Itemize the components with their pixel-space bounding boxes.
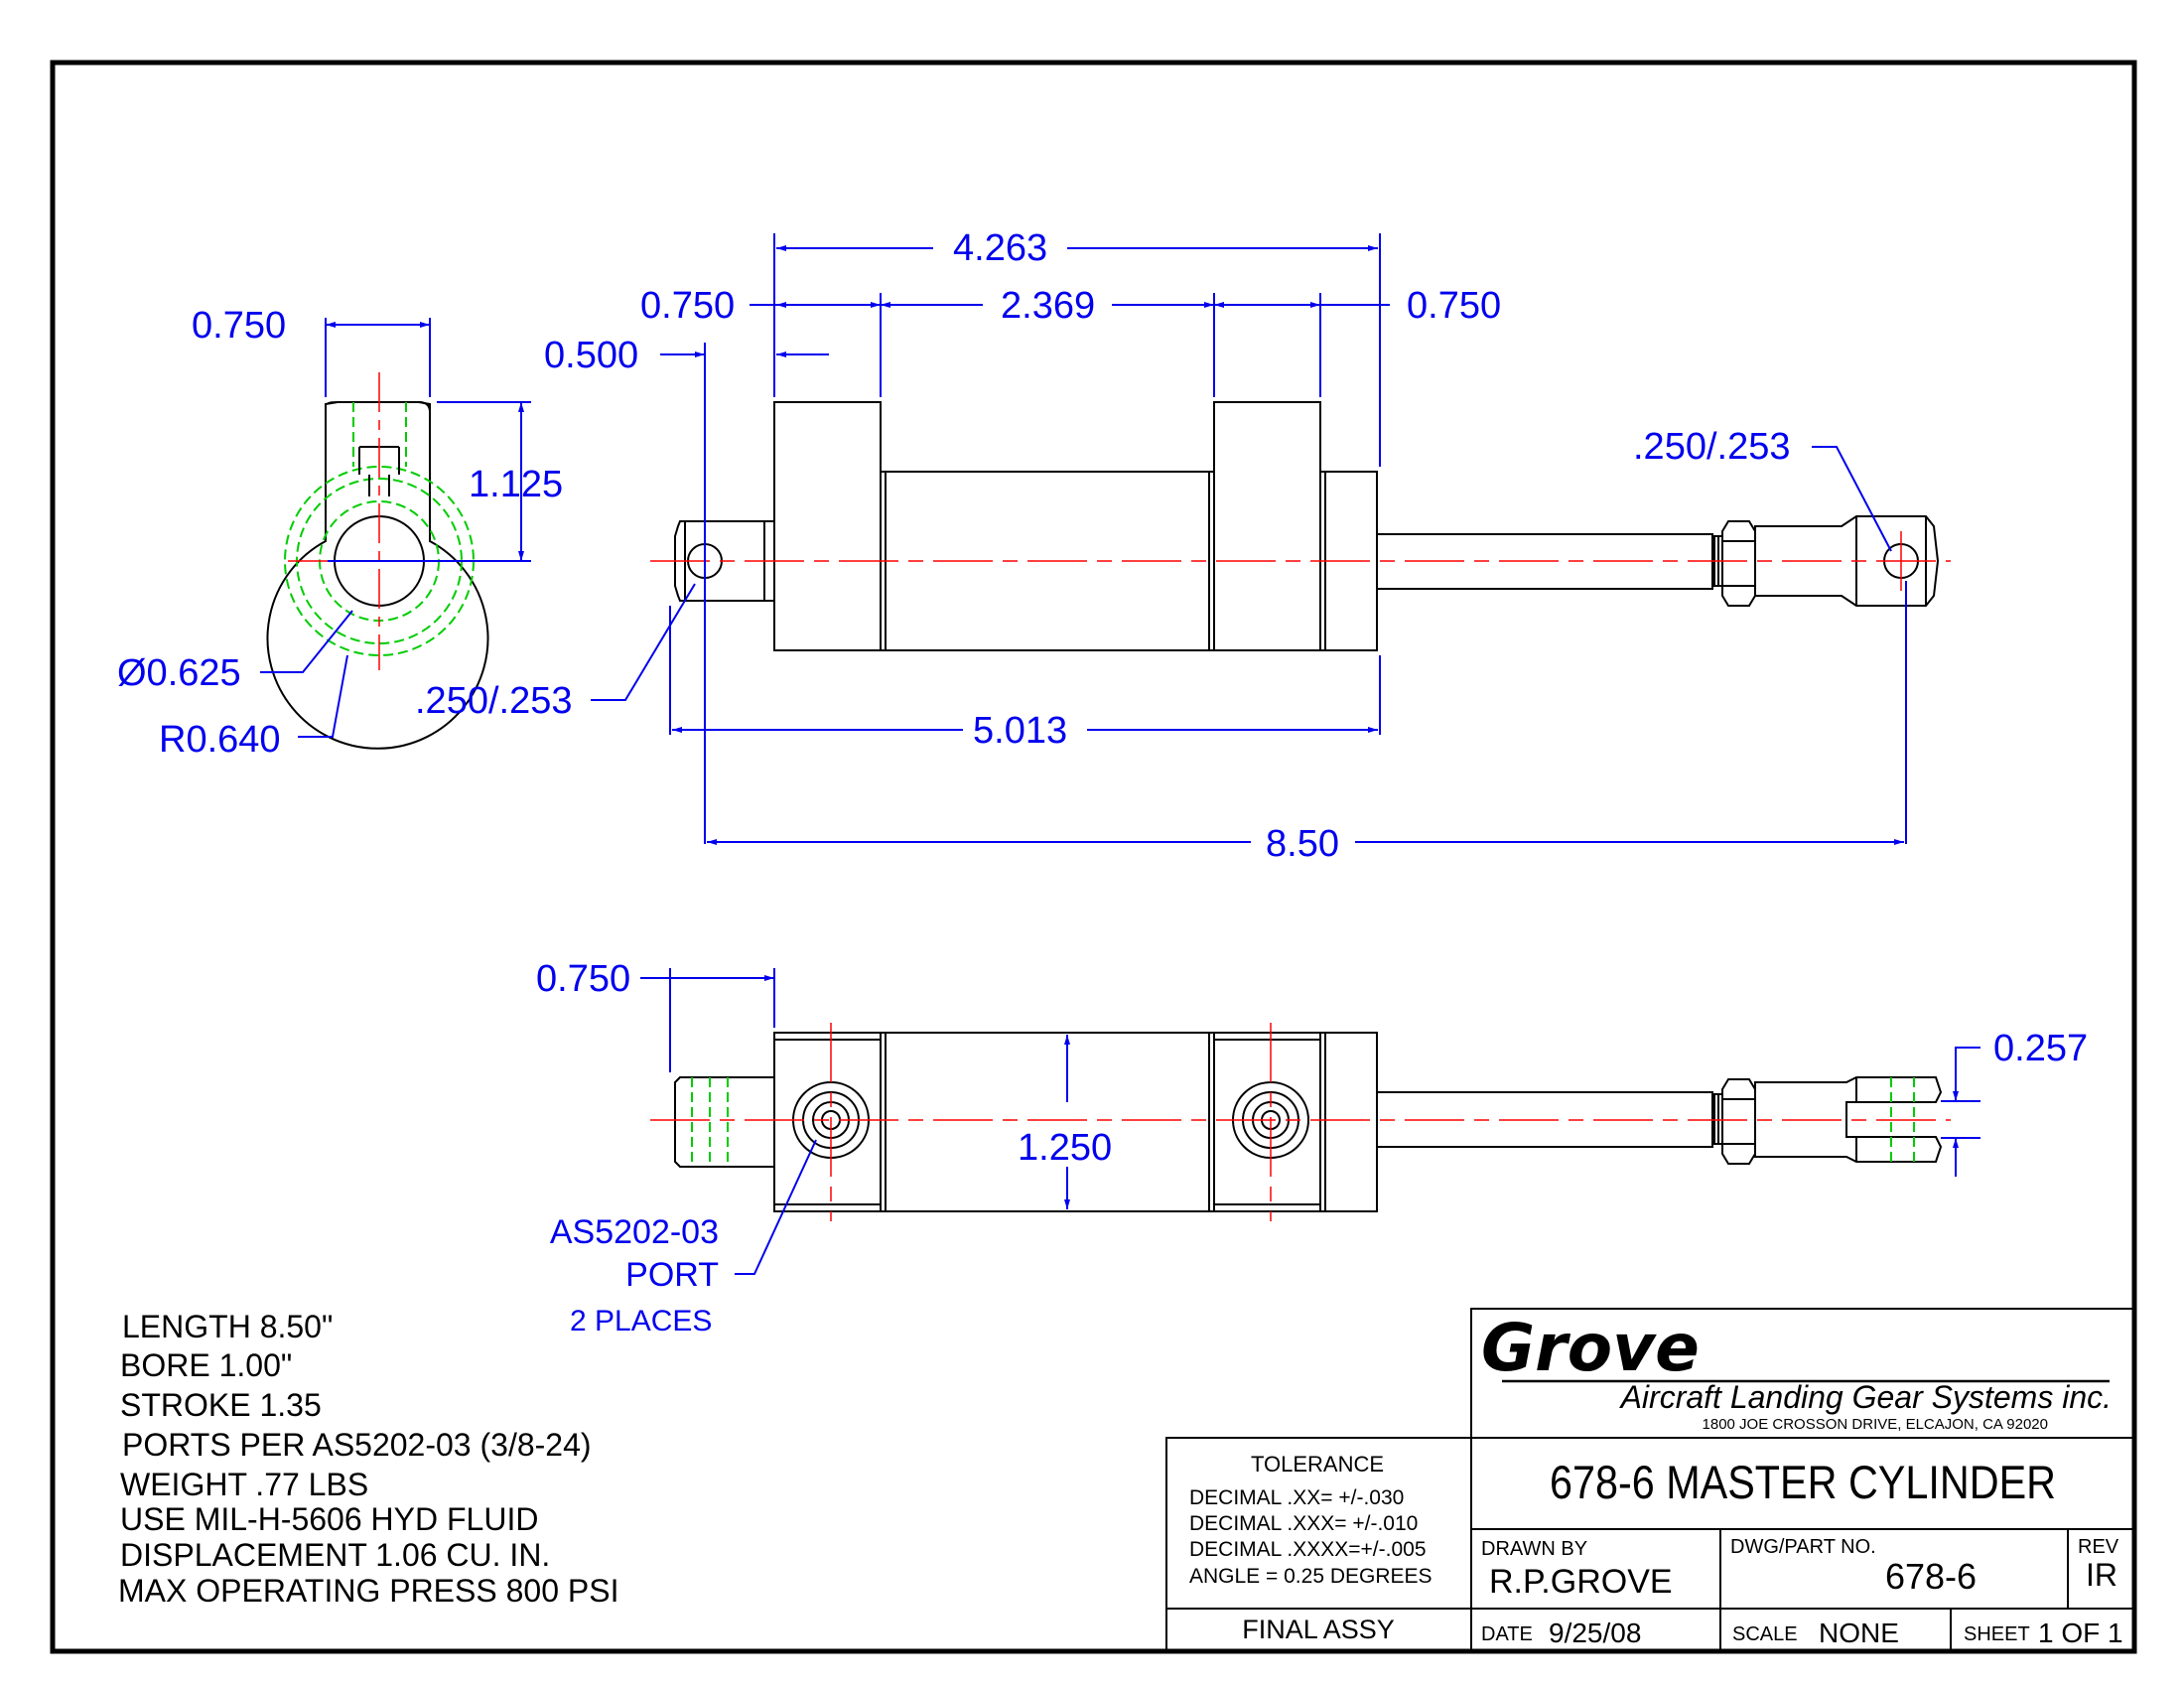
dim-pin-left: .250/.253	[415, 680, 572, 722]
top-view-dimensions	[591, 233, 1907, 845]
dim-block-right: 0.750	[1407, 285, 1501, 327]
sheet-label: SHEET	[1964, 1623, 2030, 1645]
drawn-by-label: DRAWN BY	[1481, 1538, 1587, 1560]
dim-body-5013: 5.013	[973, 710, 1067, 752]
tolerance-heading: TOLERANCE	[1251, 1452, 1384, 1477]
dim-overall-850: 8.50	[1266, 823, 1339, 865]
scale-label: SCALE	[1732, 1623, 1798, 1645]
port-callout-line1: AS5202-03	[550, 1213, 719, 1251]
port-callout-line2: PORT	[625, 1256, 719, 1294]
tolerance-line: DECIMAL .XX= +/-.030	[1189, 1486, 1404, 1509]
title-block	[1165, 1308, 2135, 1652]
front-view-dimensions	[640, 968, 1980, 1275]
dim-bore-1250: 1.250	[1018, 1127, 1112, 1169]
drawn-by-value: R.P.GROVE	[1489, 1563, 1673, 1601]
dim-overall-4263: 4.263	[953, 227, 1047, 269]
tolerance-line: DECIMAL .XXX= +/-.010	[1189, 1512, 1418, 1535]
sheet-value: 1 OF 1	[2038, 1618, 2123, 1648]
tolerance-line: ANGLE = 0.25 DEGREES	[1189, 1565, 1433, 1588]
front-view-hidden	[691, 1077, 1915, 1167]
note-line: LENGTH 8.50"	[122, 1309, 333, 1344]
sheet-border	[50, 60, 2137, 1654]
front-view-centerlines	[650, 1023, 1951, 1221]
front-view	[674, 1032, 1943, 1212]
dim-bottom-750: 0.750	[536, 958, 630, 1000]
drawing-title: 678-6 MASTER CYLINDER	[1550, 1456, 2056, 1508]
dwg-no-value: 678-6	[1885, 1556, 1977, 1597]
company-address: 1800 JOE CROSSON DRIVE, ELCAJON, CA 9202…	[1703, 1416, 2048, 1433]
dim-between-2369: 2.369	[1001, 285, 1095, 327]
date-value: 9/25/08	[1549, 1618, 1641, 1648]
dwg-no-label: DWG/PART NO.	[1730, 1536, 1876, 1558]
dim-pin-right: .250/.253	[1633, 426, 1790, 468]
rev-label: REV	[2078, 1536, 2119, 1558]
tolerance-line: DECIMAL .XXXX=+/-.005	[1189, 1538, 1427, 1561]
scale-value: NONE	[1819, 1618, 1899, 1648]
note-line: STROKE 1.35	[120, 1387, 322, 1423]
note-line: PORTS PER AS5202-03 (3/8-24)	[122, 1427, 592, 1463]
dim-side-diameter: Ø0.625	[117, 652, 241, 694]
note-line: MAX OPERATING PRESS 800 PSI	[118, 1573, 618, 1609]
dim-slot-257: 0.257	[1993, 1028, 2088, 1069]
general-notes: LENGTH 8.50" BORE 1.00" STROKE 1.35 PORT…	[118, 1309, 618, 1609]
note-line: WEIGHT .77 LBS	[120, 1467, 368, 1502]
note-line: BORE 1.00"	[120, 1347, 292, 1383]
note-line: DISPLACEMENT 1.06 CU. IN.	[120, 1537, 550, 1573]
dim-side-height: 1.125	[469, 464, 563, 505]
port-callout-line3: 2 PLACES	[570, 1305, 712, 1337]
dim-side-radius: R0.640	[159, 719, 281, 761]
rev-value: IR	[2086, 1557, 2117, 1593]
company-logo: Grove	[1481, 1310, 1700, 1386]
dim-side-width: 0.750	[192, 305, 286, 347]
dim-offset-500: 0.500	[544, 335, 638, 376]
note-line: USE MIL-H-5606 HYD FLUID	[120, 1501, 538, 1537]
end-view-dimensions	[260, 318, 531, 738]
dim-block-left: 0.750	[640, 285, 735, 327]
company-subtitle: Aircraft Landing Gear Systems inc.	[1619, 1379, 2112, 1415]
final-assy-label: FINAL ASSY	[1242, 1615, 1395, 1644]
date-label: DATE	[1481, 1623, 1533, 1645]
